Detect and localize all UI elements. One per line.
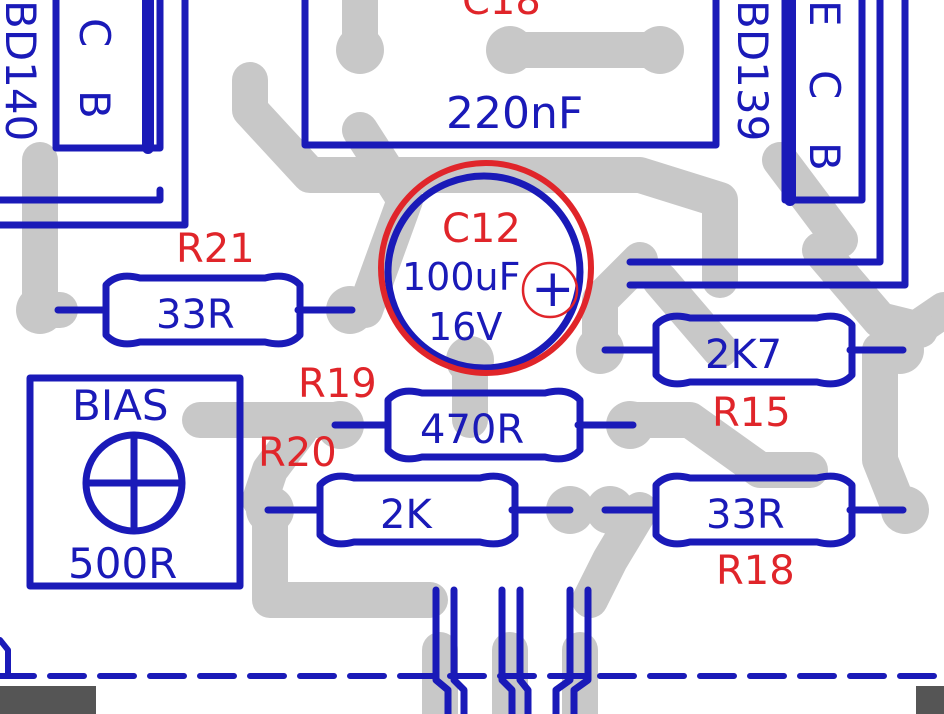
c18-designator: C18: [462, 0, 541, 24]
bd139-name: BD139: [728, 0, 777, 141]
bd140-lead-2: [0, 0, 189, 229]
bd140-pin-c: C: [70, 18, 119, 47]
bd140-lead: [0, 186, 164, 204]
pin-1-b: [450, 586, 468, 714]
c12-polarity-highlight: [521, 261, 579, 319]
bias-value: 500R: [68, 539, 177, 588]
r21-value: 33R: [156, 292, 235, 338]
pin-2: [498, 586, 516, 714]
bias-trimmer-outline: [26, 374, 244, 590]
pin-1: [432, 586, 452, 714]
bd139-pin-e: E: [800, 0, 849, 27]
bd140-pin-b: B: [70, 90, 119, 119]
r18-body: [652, 472, 856, 548]
r19-value: 470R: [420, 407, 524, 453]
c12-outline: [384, 172, 584, 372]
pin-2-b: [516, 586, 532, 714]
r15-body: [652, 312, 856, 388]
r21-body: [102, 272, 304, 348]
r20-body: [316, 472, 519, 548]
r19-designator: R19: [298, 361, 377, 407]
pin-3-b: [570, 586, 592, 714]
c12-highlight-ring: [378, 160, 594, 376]
bd140-name: BD140: [0, 0, 45, 141]
r21-designator: R21: [176, 226, 255, 272]
c12-voltage: 16V: [428, 305, 502, 349]
bias-label: BIAS: [72, 381, 169, 430]
r18-designator: R18: [716, 548, 795, 594]
silkscreen-text: BD140 C B BD139 E C B 220nF 100uF 16V + …: [0, 0, 849, 588]
left-edge-mark: [0, 637, 11, 679]
r20-value: 2K: [380, 492, 433, 538]
bottom-right-pad: [916, 686, 944, 714]
bd139-lead-2: [626, 0, 909, 289]
bottom-left-pad: [0, 686, 96, 714]
c18-value: 220nF: [446, 88, 583, 139]
designators: C18 C12 R21 R19 R20 R15 R18: [176, 0, 795, 594]
bd139-pin-c: C: [800, 70, 849, 99]
pin-3: [552, 586, 574, 714]
c12-value: 100uF: [402, 255, 520, 299]
r15-designator: R15: [712, 390, 791, 436]
bd140-outline: [52, 0, 164, 152]
r19-body: [384, 387, 584, 463]
c18-outline: [301, 0, 720, 149]
r20-designator: R20: [258, 430, 337, 476]
r15-value: 2K7: [705, 332, 782, 378]
c12-designator: C12: [442, 206, 521, 252]
bd139-lead: [626, 0, 884, 266]
highlight-annotations: [378, 160, 594, 376]
bd139-pin-b: B: [800, 142, 849, 171]
r18-value: 33R: [706, 492, 785, 538]
